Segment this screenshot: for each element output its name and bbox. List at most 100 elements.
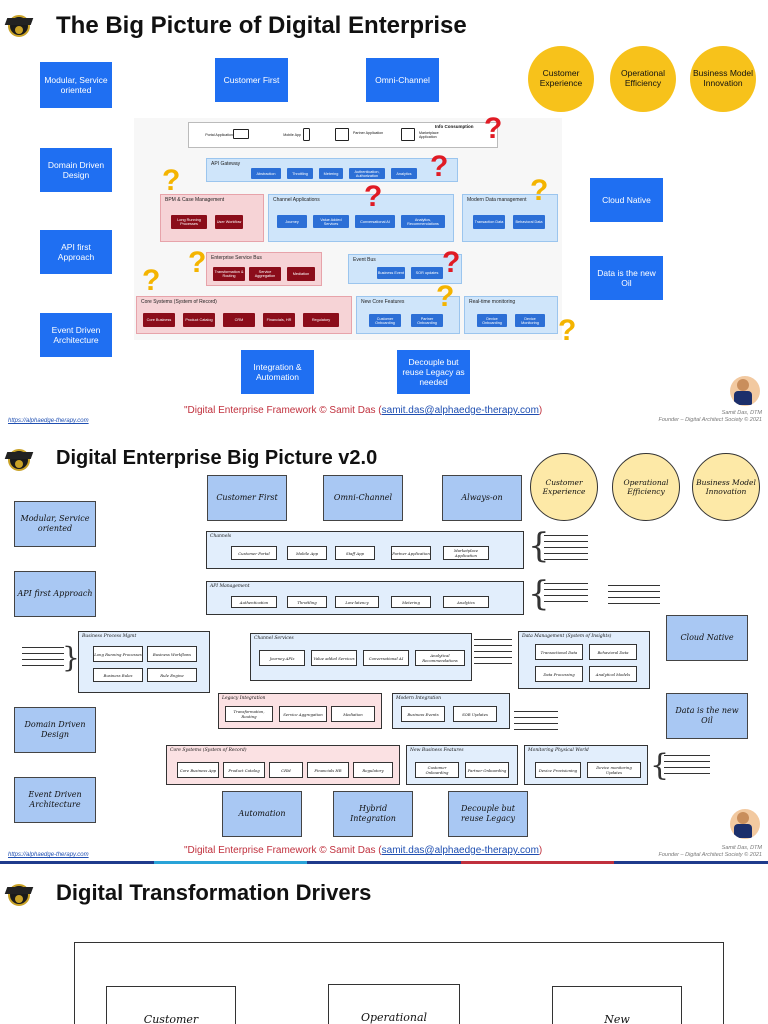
author-credit: Samit Das, DTM Founder – Digital Archite… xyxy=(658,410,762,424)
question-mark-icon: ? xyxy=(484,112,503,145)
chip: CRM xyxy=(269,762,303,778)
copyright-notice: "Digital Enterprise Framework © Samit Da… xyxy=(184,845,543,856)
esb-label: Enterprise Service Bus xyxy=(211,255,262,261)
new-business-features-label: New Business Features xyxy=(410,748,464,753)
graduation-cap-icon xyxy=(8,884,30,906)
esb-panel: Enterprise Service Bus Transformation & … xyxy=(206,252,322,286)
chip: Partner Application xyxy=(391,546,431,560)
realtime-label: Real-time monitoring xyxy=(469,299,516,305)
question-mark-icon: ? xyxy=(188,246,207,279)
chip: Product Catalog xyxy=(223,762,265,778)
data-management-label: Data Management (System of Insights) xyxy=(522,634,612,639)
chip: Analytics, Recommendations xyxy=(401,215,445,228)
question-mark-icon: ? xyxy=(430,150,449,183)
circle-business-model-innovation: Business Model Innovation xyxy=(692,453,760,521)
question-mark-icon: ? xyxy=(436,280,455,313)
top-box-omni-channel: Omni-Channel xyxy=(366,58,439,102)
circle-business-model-innovation: Business Model Innovation xyxy=(690,46,756,112)
channel-apps-row: Portal Application Mobile App Partner Ap… xyxy=(188,122,498,148)
brace-icon: { xyxy=(528,526,550,566)
divider-stripe xyxy=(0,861,768,864)
chip: Customer Portal xyxy=(231,546,277,560)
core-systems-label: Core Systems (System of Record) xyxy=(170,748,247,753)
driver-box-operational: Operational xyxy=(328,984,460,1024)
circle-operational-efficiency: Operational Efficiency xyxy=(612,453,680,521)
chip: CRM xyxy=(223,313,255,327)
notes-lines xyxy=(608,585,660,609)
chip: Value Added Services xyxy=(313,215,349,228)
notes-lines xyxy=(514,711,558,735)
chip: Authentication xyxy=(231,596,277,608)
chip: Metering xyxy=(319,168,343,179)
chip: Journey APIs xyxy=(259,650,305,666)
website-link[interactable]: https://alphaedge-therapy.com xyxy=(8,852,89,858)
info-consumption-label: Info Consumption xyxy=(435,124,474,129)
top-box-customer-first: Customer First xyxy=(207,475,287,521)
event-bus-panel: Event Bus Business Event SOR updates xyxy=(348,254,462,284)
left-box-ddd: Domain Driven Design xyxy=(40,148,112,192)
question-mark-icon: ? xyxy=(558,314,577,347)
bottom-box-decouple: Decouple but reuse Legacy as needed xyxy=(397,350,470,394)
channel-services-label: Channel Services xyxy=(254,636,294,641)
legacy-integration-panel: Legacy Integration Transformation, Routi… xyxy=(218,693,382,729)
chip: Regulatory xyxy=(353,762,393,778)
left-box-api-first: API first Approach xyxy=(14,571,96,617)
question-mark-icon: ? xyxy=(442,246,461,279)
modern-integration-label: Modern Integration xyxy=(396,696,442,701)
chip: Device Onboarding xyxy=(477,314,507,327)
notes-lines xyxy=(664,755,710,779)
brace-icon: { xyxy=(528,574,550,614)
notes-lines xyxy=(544,583,588,607)
chip: Low-latency xyxy=(335,596,379,608)
bpm-panel: Business Process Mgmt Long Running Proce… xyxy=(78,631,210,693)
channels-label: Channels xyxy=(210,534,232,539)
data-management-panel: Data Management (System of Insights) Tra… xyxy=(518,631,650,689)
new-business-features-panel: New Business Features Customer Onboardin… xyxy=(406,745,518,785)
left-box-api-first: API first Approach xyxy=(40,230,112,274)
left-box-event-driven: Event Driven Architecture xyxy=(14,777,96,823)
api-management-label: API Management xyxy=(210,584,250,589)
website-link[interactable]: https://alphaedge-therapy.com xyxy=(8,418,89,424)
email-link[interactable]: samit.das@alphaedge-therapy.com xyxy=(381,845,539,856)
chip: Analytics xyxy=(443,596,489,608)
modern-data-panel: Modern Data management Transaction Data … xyxy=(462,194,558,242)
bpm-label: BPM & Case Management xyxy=(165,197,225,203)
brace-icon: } xyxy=(62,641,80,674)
chip: Rule Engine xyxy=(147,668,197,682)
question-mark-icon: ? xyxy=(530,174,549,207)
notes-lines xyxy=(544,535,588,565)
graduation-cap-icon xyxy=(8,15,30,37)
author-credit: Samit Das, DTM Founder – Digital Archite… xyxy=(658,845,762,859)
mobile-icon xyxy=(303,128,310,141)
question-mark-icon: ? xyxy=(364,180,383,213)
chip: Analytics xyxy=(391,168,417,179)
chip: Conversational AI xyxy=(363,650,409,666)
chip: Marketplace Application xyxy=(443,546,489,560)
slide-2: Digital Enterprise Big Picture v2.0 Cust… xyxy=(0,435,768,865)
chip: Transaction Data xyxy=(473,215,505,229)
brace-icon: { xyxy=(650,748,670,783)
right-box-cloud-native: Cloud Native xyxy=(590,178,663,222)
core-systems-panel: Core Systems (System of Record) Core Bus… xyxy=(166,745,400,785)
chip: Mobile App xyxy=(287,546,327,560)
chip: Transformation, Routing xyxy=(225,706,273,722)
top-box-omni-channel: Omni-Channel xyxy=(323,475,403,521)
graduation-cap-icon xyxy=(8,449,30,471)
marketplace-app-icon xyxy=(401,128,415,141)
left-box-modular: Modular, Service oriented xyxy=(14,501,96,547)
left-box-event-driven: Event Driven Architecture xyxy=(40,313,112,357)
chip: Transformation & Routing xyxy=(213,267,245,281)
chip: Analytical Recommendations xyxy=(415,650,465,666)
drivers-frame xyxy=(74,942,724,1024)
circle-customer-experience: Customer Experience xyxy=(528,46,594,112)
partner-app-icon xyxy=(335,128,349,141)
email-link[interactable]: samit.das@alphaedge-therapy.com xyxy=(381,405,539,416)
bottom-box-decouple: Decouple but reuse Legacy xyxy=(448,791,528,837)
channel-label-portal: Portal Application xyxy=(205,133,233,137)
channel-label-partner: Partner Application xyxy=(353,131,384,135)
channel-label-marketplace: Marketplace Application xyxy=(419,131,439,139)
new-core-label: New Core Features xyxy=(361,299,405,305)
legacy-integration-label: Legacy Integration xyxy=(222,696,266,701)
chip: Value added Services xyxy=(311,650,357,666)
chip: Journey xyxy=(277,215,307,228)
